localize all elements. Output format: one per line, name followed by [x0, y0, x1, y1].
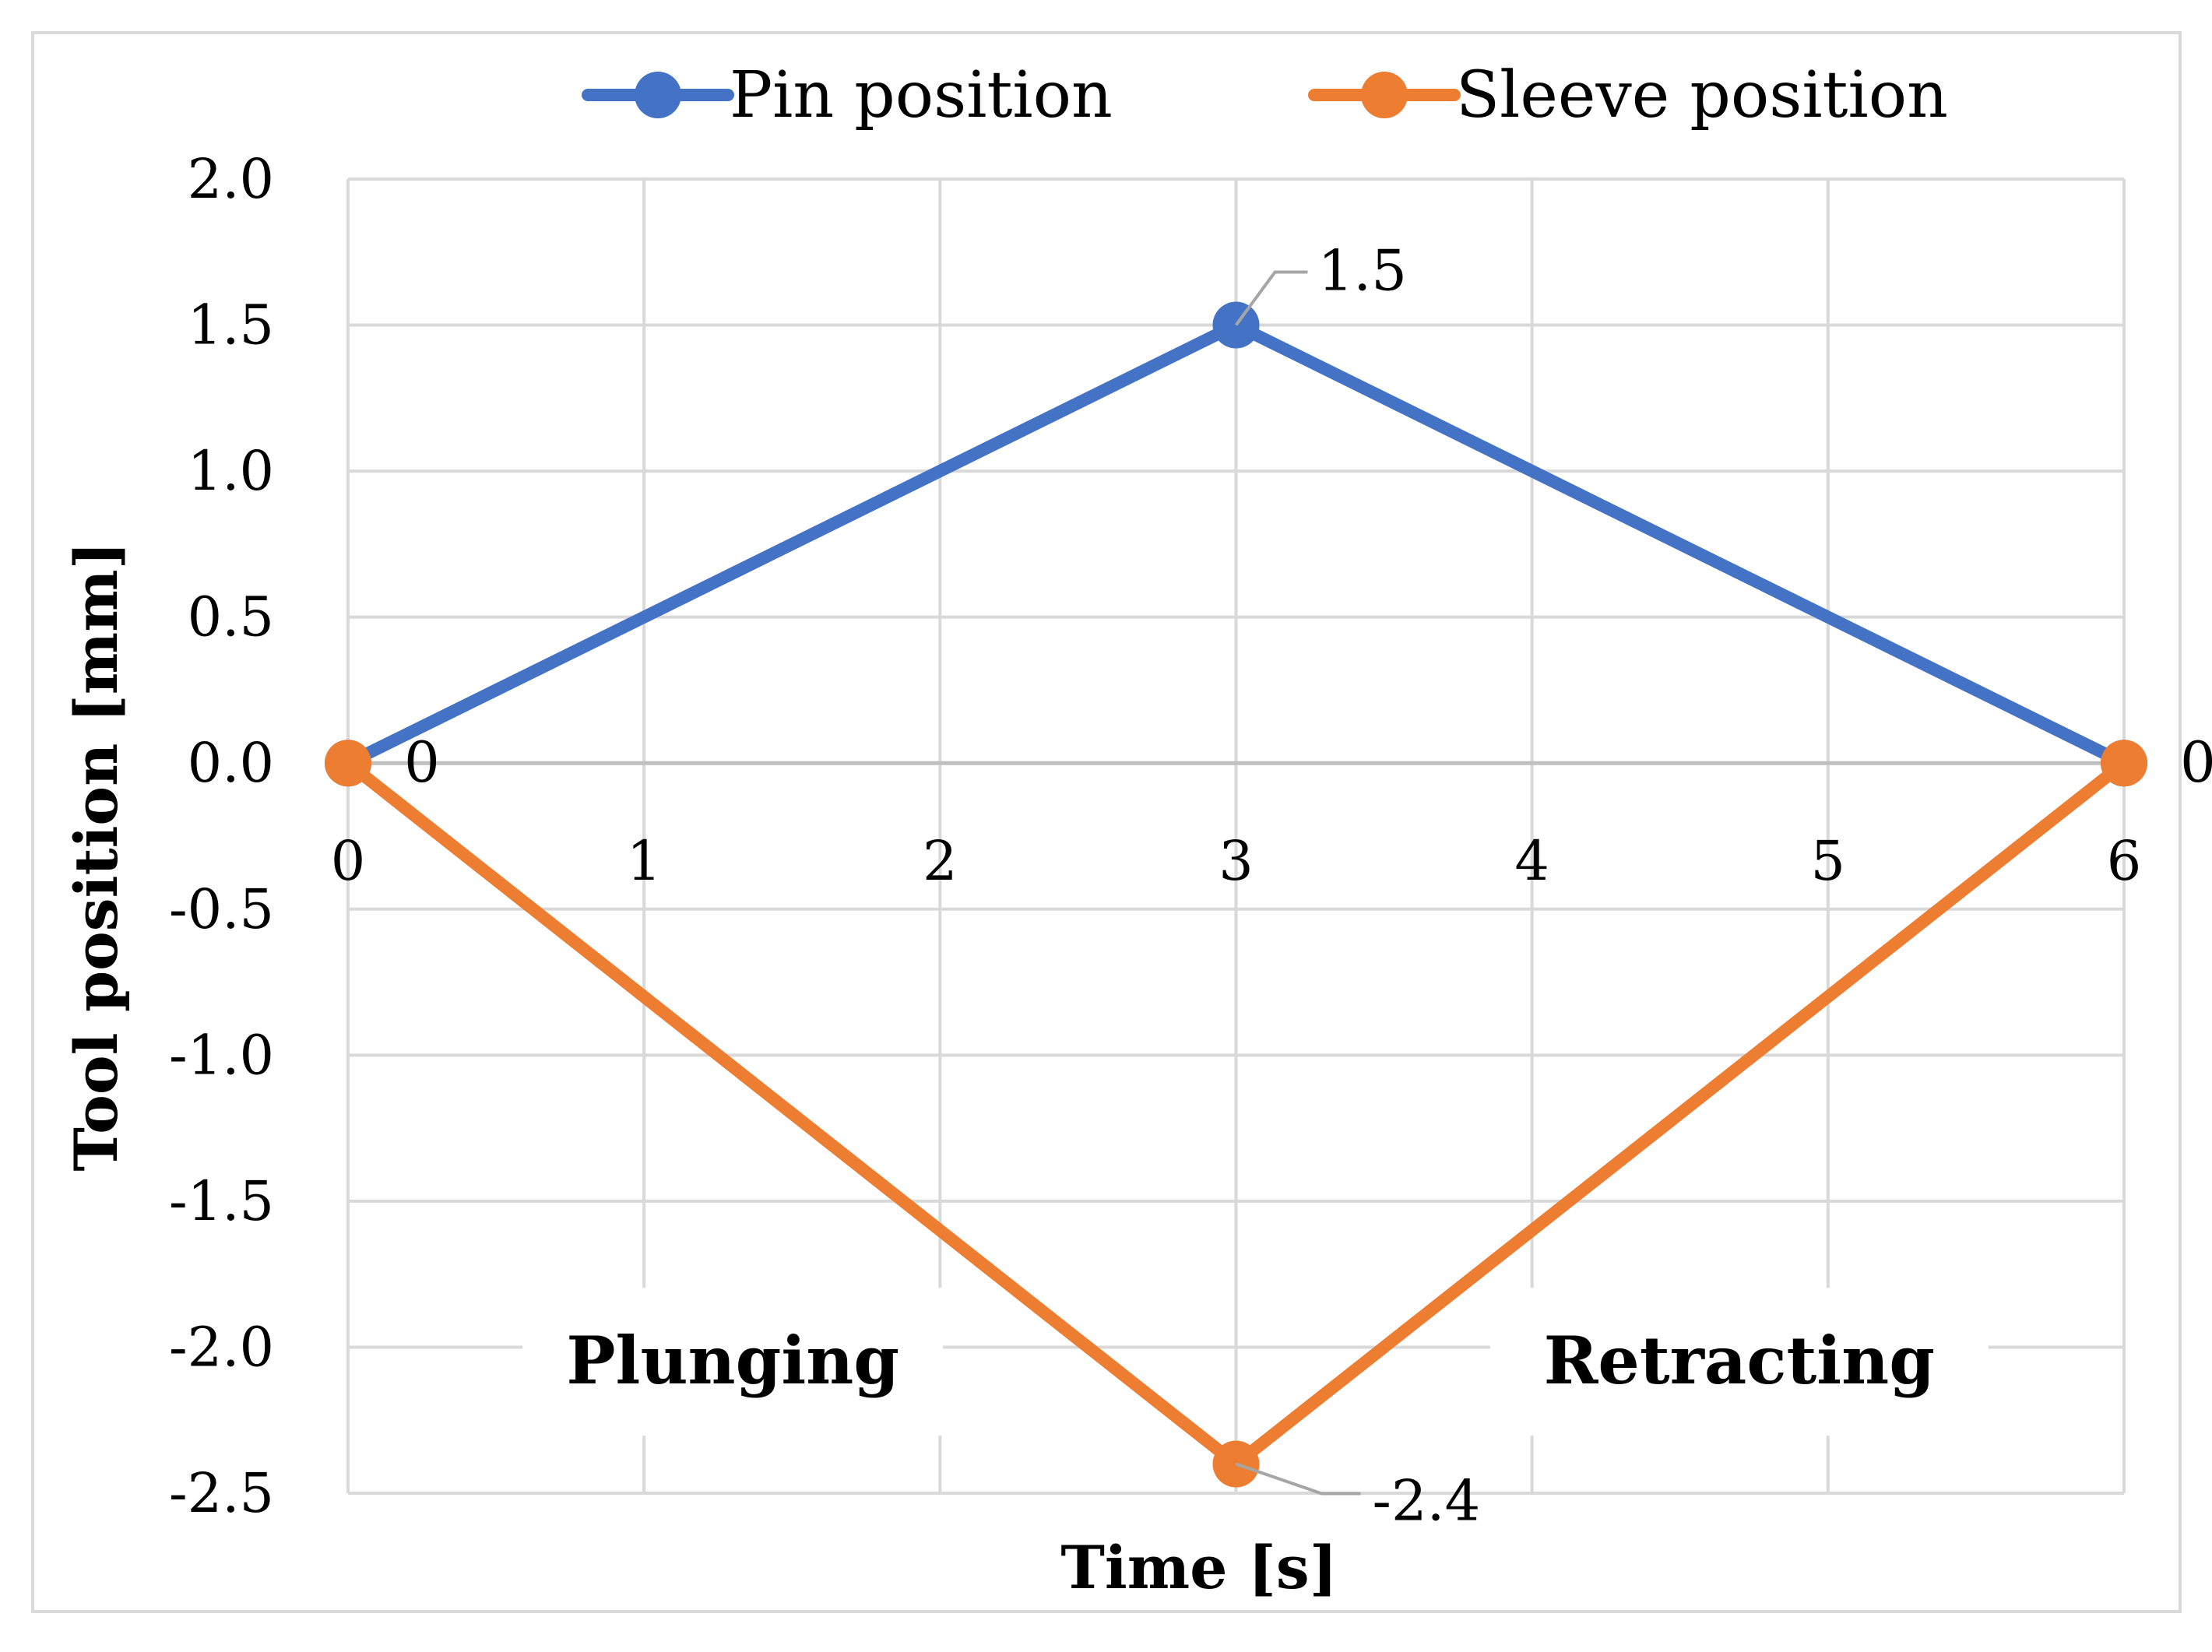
phase-annotation: Plunging — [566, 1322, 899, 1399]
legend-swatch-marker — [1361, 72, 1408, 118]
x-tick-label: 4 — [1514, 829, 1549, 893]
annotation-backdrop — [522, 1288, 944, 1436]
legend: Pin position Sleeve position — [582, 58, 1948, 132]
y-tick-label: -2.0 — [169, 1315, 274, 1379]
x-tick-label: 5 — [1811, 829, 1846, 893]
y-tick-label: 2.0 — [188, 147, 274, 211]
data-labels: 0 1.5 0 -2.4 — [404, 238, 2212, 1534]
label-leader-line — [1235, 1462, 1361, 1496]
legend-swatch-marker — [635, 72, 681, 118]
y-tick-label: 1.0 — [188, 439, 274, 503]
data-label: -2.4 — [1373, 1467, 1481, 1533]
y-axis-title: Tool position [mm] — [62, 541, 131, 1171]
x-tick-label: 3 — [1219, 829, 1254, 893]
annotations: Plunging Retracting — [522, 1288, 1989, 1436]
y-tick-label: -1.5 — [169, 1169, 274, 1233]
data-label: 1.5 — [1318, 238, 1408, 304]
annotation-backdrop — [1489, 1288, 1989, 1436]
legend-label: Sleeve position — [1456, 58, 1948, 132]
x-tick-label: 1 — [627, 829, 662, 893]
y-tick-label: 0.5 — [188, 585, 274, 649]
y-tick-label: 0.0 — [188, 731, 274, 795]
gridlines — [346, 178, 2126, 1495]
axis-titles: Time [s] Tool position [mm] — [62, 541, 1338, 1602]
legend-label: Pin position — [730, 58, 1113, 132]
y-tick-label: 1.5 — [188, 293, 274, 357]
y-tick-label: -0.5 — [169, 877, 274, 941]
data-label: 0 — [404, 729, 440, 795]
x-tick-label: 6 — [2107, 829, 2142, 893]
x-tick-label: 2 — [923, 829, 958, 893]
label-leader-line — [1234, 270, 1308, 326]
data-point — [325, 740, 371, 787]
y-tick-label: -2.5 — [169, 1461, 274, 1525]
phase-annotation: Retracting — [1544, 1322, 1935, 1399]
tick-labels: 2.0 1.5 1.0 0.5 0.0 -0.5 -1.0 -1.5 -2.0 -2.5 0 1 2 3 4… — [169, 147, 2141, 1525]
x-tick-label: 0 — [331, 829, 366, 893]
data-point — [2101, 740, 2147, 787]
x-axis-title: Time [s] — [1060, 1533, 1337, 1602]
y-tick-label: -1.0 — [169, 1023, 274, 1087]
data-label: 0 — [2180, 729, 2212, 795]
